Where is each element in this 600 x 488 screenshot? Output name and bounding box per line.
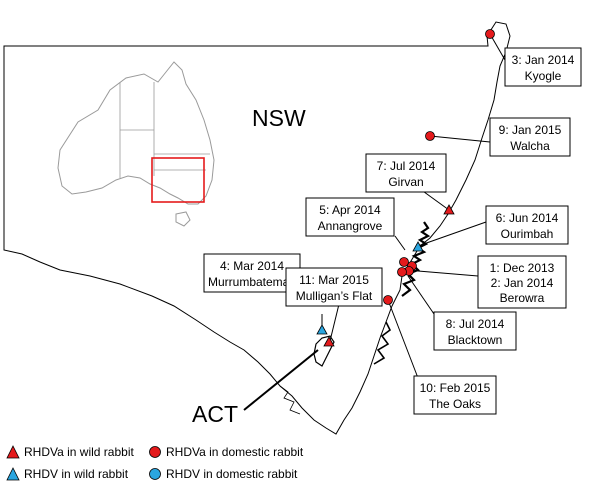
nsw-outline: [3, 21, 511, 435]
blue-circle-icon: [149, 468, 161, 480]
marker-9-walcha: [425, 131, 435, 141]
marker-5-annangrove: [399, 257, 409, 267]
australia-outline: [57, 61, 215, 205]
legend-label: RHDV in wild rabbit: [24, 467, 129, 481]
callout-11: 11: Mar 2015 Mulligan’s Flat: [285, 267, 383, 307]
callout-1-2: 1: Dec 2013 2: Jan 2014 Berowra: [477, 255, 567, 309]
svg-text:Annangrove: Annangrove: [318, 219, 383, 233]
svg-text:The Oaks: The Oaks: [429, 397, 481, 411]
svg-text:Blacktown: Blacktown: [448, 333, 503, 347]
svg-text:9: Jan 2015: 9: Jan 2015: [499, 123, 562, 137]
red-circle-icon: [149, 446, 161, 458]
svg-text:1: Dec 2013: 1: Dec 2013: [490, 261, 555, 275]
legend-rhdva-wild: RHDVa in wild rabbit: [6, 445, 134, 459]
legend: RHDVa in wild rabbit RHDVa in domestic r…: [6, 445, 426, 485]
nsw-label: NSW: [252, 105, 306, 131]
callout-8: 8: Jul 2014 Blacktown: [433, 311, 517, 351]
callout-9: 9: Jan 2015 Walcha: [489, 117, 571, 157]
callout-7: 7: Jul 2014 Girvan: [365, 153, 447, 193]
svg-text:Walcha: Walcha: [510, 139, 550, 153]
legend-rhdv-wild: RHDV in wild rabbit: [6, 467, 128, 481]
act-label: ACT: [192, 401, 238, 427]
svg-text:3: Jan 2014: 3: Jan 2014: [512, 53, 575, 67]
southern-border: [279, 385, 301, 415]
callout-10: 10: Feb 2015 The Oaks: [413, 375, 497, 415]
legend-label: RHDV in domestic rabbit: [166, 467, 298, 481]
sydney-coastline: [401, 221, 431, 297]
svg-text:Berowra: Berowra: [500, 291, 545, 305]
marker-4-murrumbateman: [316, 324, 328, 335]
svg-text:8: Jul 2014: 8: Jul 2014: [446, 317, 505, 331]
legend-label: RHDVa in domestic rabbit: [166, 445, 304, 459]
red-triangle-icon: [6, 445, 20, 459]
marker-7-girvan: [443, 204, 455, 215]
marker-6-ourimbah: [412, 241, 424, 252]
callout-4: 4: Mar 2014 Murrumbateman: [203, 253, 301, 293]
callout-6: 6: Jun 2014 Ourimbah: [485, 205, 569, 245]
svg-text:Kyogle: Kyogle: [525, 69, 562, 83]
marker-11-mulligans-flat: [323, 336, 335, 347]
legend-rhdva-domestic: RHDVa in domestic rabbit: [148, 445, 303, 459]
svg-text:2: Jan 2014: 2: Jan 2014: [491, 276, 554, 290]
legend-label: RHDVa in wild rabbit: [24, 445, 134, 459]
svg-text:10: Feb 2015: 10: Feb 2015: [420, 381, 491, 395]
marker-8-blacktown: [397, 267, 407, 277]
blue-triangle-icon: [6, 467, 20, 481]
svg-text:11: Mar 2015: 11: Mar 2015: [299, 273, 369, 287]
svg-text:Mulligan’s Flat: Mulligan’s Flat: [296, 289, 373, 303]
svg-text:Ourimbah: Ourimbah: [501, 227, 554, 241]
australia-inset-map: [57, 61, 215, 227]
act-pointer-line: [243, 349, 319, 411]
legend-rhdv-domestic: RHDV in domestic rabbit: [148, 467, 297, 481]
state-borders: [119, 82, 210, 178]
svg-text:5: Apr 2014: 5: Apr 2014: [319, 203, 381, 217]
svg-text:Girvan: Girvan: [388, 175, 423, 189]
marker-3-kyogle: [485, 29, 495, 39]
svg-text:4: Mar 2014: 4: Mar 2014: [220, 259, 284, 273]
callout-3: 3: Jan 2014 Kyogle: [504, 47, 582, 87]
marker-10-the-oaks: [383, 295, 393, 305]
south-coast-detail: [373, 321, 392, 365]
svg-text:6: Jun 2014: 6: Jun 2014: [496, 211, 559, 225]
tasmania: [175, 211, 191, 227]
nsw-highlight-box: [151, 157, 205, 203]
leader-lines: [321, 33, 506, 379]
svg-text:Murrumbateman: Murrumbateman: [208, 275, 296, 289]
svg-text:7: Jul 2014: 7: Jul 2014: [377, 159, 436, 173]
callout-5: 5: Apr 2014 Annangrove: [305, 197, 395, 237]
